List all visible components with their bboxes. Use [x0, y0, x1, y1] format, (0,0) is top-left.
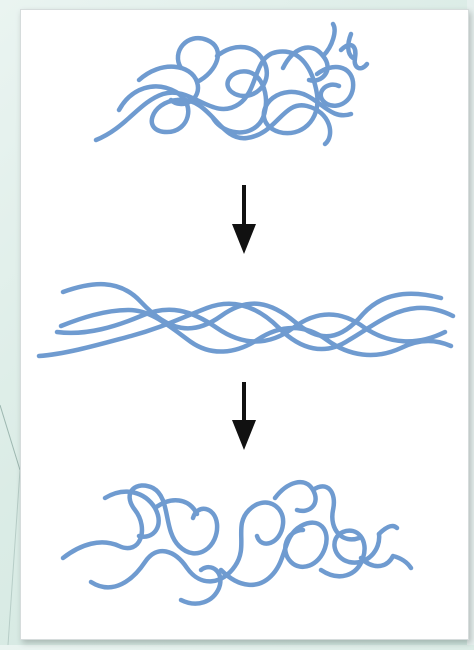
polymer-strand [105, 492, 197, 537]
stage-recoiled-chains [63, 482, 411, 603]
polymer-strand [221, 523, 327, 585]
polymer-strand [57, 310, 445, 342]
polymer-strand [213, 47, 267, 132]
polymer-strand [181, 567, 220, 603]
stage-stretched-chains [39, 284, 453, 356]
backdrop-diagonal-line [8, 470, 20, 645]
stage-coiled-chains [96, 24, 367, 144]
polymer-strand [317, 67, 353, 106]
arrow-down-2 [232, 382, 256, 450]
polymer-strand [341, 34, 367, 68]
arrow-down-1 [232, 185, 256, 254]
polymer-strand [361, 526, 411, 568]
polymer-strand [119, 86, 330, 144]
polymer-chain-figure [21, 10, 468, 639]
figure-panel [20, 9, 469, 640]
backdrop-diagonal-line [0, 405, 20, 470]
